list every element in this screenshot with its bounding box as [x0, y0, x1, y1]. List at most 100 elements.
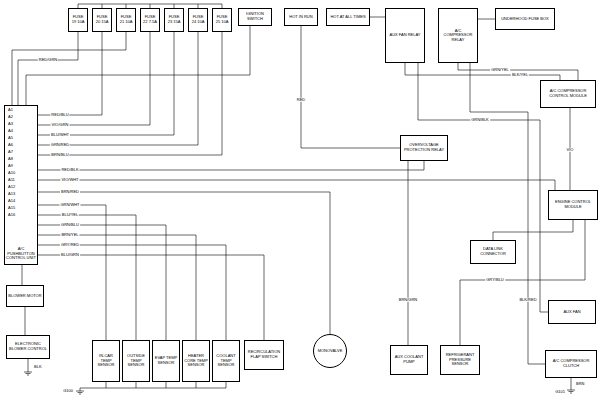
wire-color-label: BLK/YEL: [511, 73, 529, 77]
ground-symbol: [76, 391, 84, 394]
wire-color-label: GRY/BLU: [485, 278, 505, 282]
component-box: IN-CAR TEMP SENSOR: [92, 340, 120, 382]
wire-color-label: GRY/RED: [60, 243, 80, 247]
component-box: RECIRCULATION FLAP SWITCH: [244, 340, 284, 370]
wire: [38, 32, 198, 145]
wire-color-label: VIO/WHT: [60, 178, 79, 182]
component-box: FUSE 24 10A: [188, 8, 208, 32]
wire-connector: [458, 63, 578, 80]
wire: [38, 32, 102, 115]
wire-color-label: RED/BLU: [50, 113, 69, 117]
component-label: ELECTRONIC BLOWER CONTROL: [8, 342, 48, 351]
pin-label: A4: [7, 129, 14, 133]
wire: [38, 32, 150, 125]
component-label: A/C COMPRESSOR CONTROL MODULE: [542, 89, 594, 98]
pin-label: A16: [7, 213, 16, 217]
wire-color-label: BLU/GRN: [60, 253, 80, 257]
ground-symbol: [567, 378, 575, 393]
wire-connector: [418, 63, 548, 312]
wire-color-label: RED/BLK: [60, 168, 79, 172]
pin-label: A9: [7, 164, 14, 168]
wire-connector: [12, 32, 126, 105]
wire-connector: [26, 26, 250, 105]
component-box: FUSE 19 10A: [68, 8, 88, 32]
wire-connector: [38, 180, 555, 190]
wire-color-label: BRN/YEL: [60, 233, 79, 237]
component-label: FUSE 20 15A: [94, 15, 110, 24]
component-box: A/C COMPRESSOR CLUTCH: [545, 350, 597, 378]
component-box: FUSE 25 10A: [212, 8, 232, 32]
wire-color-label: BLK/RED: [518, 298, 537, 302]
pin-label: A14: [7, 199, 16, 203]
wire-connector: [22, 265, 23, 285]
wire-connector: [478, 19, 495, 20]
component-label: HEATER CORE TEMP SENSOR: [184, 354, 208, 368]
component-box: AUX FAN: [548, 300, 596, 324]
ground-bus: [80, 382, 226, 391]
pin-label: G101: [554, 390, 566, 394]
component-label: FUSE 19 10A: [70, 15, 86, 24]
component-box: UNDERHOOD FUSE BOX: [495, 8, 555, 30]
wire-color-label: GRN/BLU: [60, 223, 80, 227]
pin-label: G100: [62, 389, 74, 393]
wire: [38, 32, 222, 155]
component-box: FUSE 20 15A: [92, 8, 112, 32]
pin-label: A5: [7, 136, 14, 140]
wire-connector: [38, 235, 196, 340]
pin-label: A6: [7, 143, 14, 147]
pin-label: BLK: [33, 365, 43, 369]
wire-connector: [38, 225, 166, 340]
wire-color-label: VIO: [566, 148, 575, 152]
wire-connector: [470, 63, 545, 364]
wire-connector: [405, 63, 560, 80]
component-label: FUSE 23 15A: [166, 15, 182, 24]
wire-color-label: BLU/WHT: [50, 133, 70, 137]
component-label: OVERVOLTAGE PROTECTION RELAY: [402, 143, 446, 152]
wire-color-label: GRN/YEL: [490, 68, 510, 72]
component-label: MONOVALVE: [318, 349, 343, 354]
wire-color-label: RED: [296, 98, 306, 102]
component-box: A/C COMPRESSOR CONTROL MODULE: [540, 80, 596, 108]
component-box: BLOWER MOTOR: [6, 285, 44, 307]
wire-connector: [460, 220, 585, 345]
component-label: AUX FAN RELAY: [389, 33, 420, 38]
wire-color-label: BRN/RED: [60, 190, 80, 194]
component-label: A/C COMPRESSOR CLUTCH: [547, 359, 595, 368]
component-label: IN-CAR TEMP SENSOR: [94, 354, 118, 368]
component-label: FUSE 25 10A: [214, 15, 230, 24]
pin-label: A2: [7, 115, 14, 119]
ground-symbol: [24, 359, 32, 375]
component-label: COOLANT TEMP SENSOR: [214, 354, 238, 368]
wire-connector: [18, 32, 78, 105]
pin-label: BRN: [575, 382, 585, 386]
component-box: AUX COOLANT PUMP: [390, 345, 428, 375]
component-label: HOT IN RUN: [289, 15, 312, 20]
component-box: ENGINE CONTROL MODULE: [548, 190, 598, 220]
wire-color-label: VIO/GRN: [51, 123, 70, 127]
wire-color-label: GRN/RED: [50, 143, 70, 147]
wire-connector: [38, 255, 264, 340]
component-label: FUSE 24 10A: [190, 15, 206, 24]
component-box: OVERVOLTAGE PROTECTION RELAY: [400, 135, 448, 161]
component-label: FUSE 22 7.5A: [142, 15, 158, 24]
component-label: BLOWER MOTOR: [8, 294, 41, 299]
pin-label: A12: [7, 185, 16, 189]
wire-color-label: BRN/BLU: [50, 153, 69, 157]
component-box: COOLANT TEMP SENSOR: [212, 340, 240, 382]
component-label: UNDERHOOD FUSE BOX: [501, 17, 549, 22]
wire-connector: [408, 161, 409, 345]
wire-color-label: BLU/YEL: [61, 213, 79, 217]
component-label: AUX FAN: [563, 310, 580, 315]
component-box: HOT AT ALL TIMES: [326, 8, 370, 26]
component-box: OUTSIDE TEMP SENSOR: [122, 340, 150, 382]
component-box: EVAP TEMP SENSOR: [152, 340, 180, 382]
component-box: AUX FAN RELAY: [385, 8, 425, 63]
pin-label: A8: [7, 157, 14, 161]
component-box: FUSE 22 7.5A: [140, 8, 160, 32]
pin-label: A7: [7, 150, 14, 154]
wire: [38, 32, 174, 135]
component-box: A/C COMPRESSOR RELAY: [438, 8, 478, 63]
